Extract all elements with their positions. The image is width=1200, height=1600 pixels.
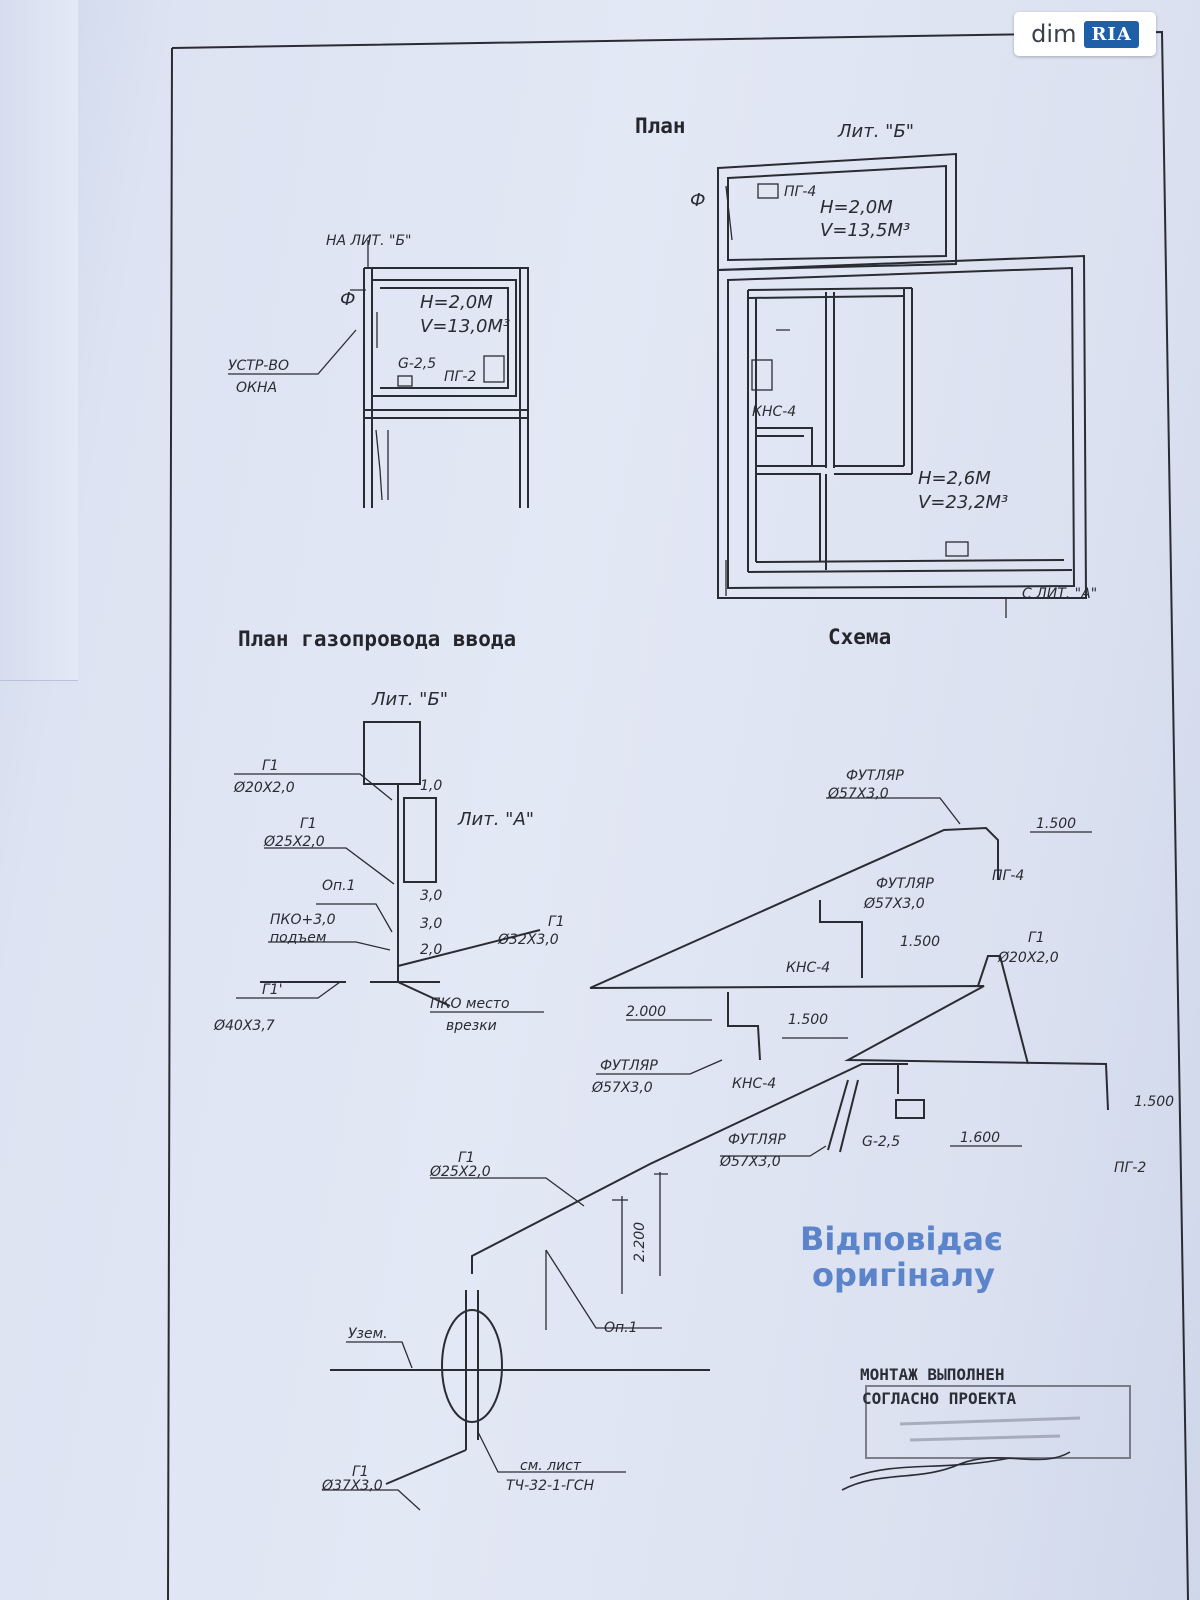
logo-ria-badge: RIA [1084, 20, 1139, 48]
verification-seal: Відповідає оригіналу [800, 1220, 1003, 1294]
large-plan-volume-top: V=13,5M³ [820, 220, 910, 241]
scheme-elev-right: 1.500 [1134, 1094, 1174, 1110]
scheme-insulating-2: ТЧ-32-1-ГСН [506, 1478, 595, 1494]
small-plan-to-lit: НА ЛИТ. "Б" [326, 233, 412, 249]
inlet-building-b [363, 721, 421, 785]
drawing-frame [167, 30, 1189, 1600]
inlet-g1-b: Г1 [300, 816, 317, 832]
inlet-support: Оп.1 [322, 878, 356, 894]
scheme-elev-2200: 2.200 [632, 1222, 648, 1262]
inlet-pipe-40: Ø40Х3,7 [213, 1018, 275, 1034]
installation-stamp: МОНТАЖ ВЫПОЛНЕН СОГЛАСНО ПРОЕКТА [841, 1365, 1131, 1491]
title-scheme: Схема [828, 625, 891, 649]
scheme-sleeve-left: ФУТЛЯР [600, 1058, 658, 1074]
scheme-g1-right: Г1 [1028, 930, 1045, 946]
inlet-plan: Лит. "Б" Лит. "А" Г1 Ø20Х2,0 Г1 Ø25Х2,0 … [213, 689, 565, 1034]
scheme-ground: Узем. [348, 1326, 388, 1342]
large-plan-stove: ПГ-4 [784, 184, 816, 200]
inlet-pipe-20: Ø20Х2,0 [233, 780, 295, 796]
small-plan-meter-symbol [397, 375, 413, 387]
logo-dim-text: dim [1031, 20, 1077, 48]
scheme-sleeve-bottom: ФУТЛЯР [728, 1132, 786, 1148]
inlet-dim-3a: 3,0 [420, 888, 442, 904]
title-plan: План [635, 114, 686, 138]
large-plan: Лит. "Б" Ф ПГ-4 H=2,0M V=13,5M³ КНС-4 H=… [690, 121, 1097, 618]
large-plan-volume-main: V=23,2M³ [918, 492, 1008, 513]
seal-line2: оригіналу [812, 1256, 995, 1294]
scheme-sleeve-top-d: Ø57Х3,0 [827, 786, 889, 802]
large-plan-boiler: КНС-4 [752, 404, 796, 420]
inlet-g1-a: Г1 [262, 758, 279, 774]
seal-line1: Відповідає [800, 1220, 1003, 1258]
inlet-dim-3b: 3,0 [420, 916, 442, 932]
scheme-sleeve-mid-d: Ø57Х3,0 [863, 896, 925, 912]
inlet-building-a [403, 797, 437, 883]
large-plan-phi: Ф [690, 190, 706, 211]
inlet-g1-d: Г1' [262, 982, 283, 998]
stamp-blurred-text [899, 1416, 1081, 1442]
inlet-dim-1: 1,0 [420, 778, 442, 794]
scheme-g1-bottom: Г1 [352, 1464, 369, 1480]
inlet-pko-1: ПКО+3,0 [270, 912, 336, 928]
small-plan-phi: Ф [340, 289, 356, 310]
inlet-pipe-32: Ø32Х3,0 [497, 932, 559, 948]
underlying-page-edge [0, 0, 78, 681]
scheme-boiler-top: КНС-4 [786, 960, 830, 976]
scheme-boiler-low: КНС-4 [732, 1076, 776, 1092]
inlet-g1-c: Г1 [548, 914, 565, 930]
scheme-elev-1500: 1.500 [788, 1012, 828, 1028]
dim-ria-logo[interactable]: dim RIA [1014, 12, 1156, 56]
window-device-line1: УСТР-ВО [228, 358, 289, 374]
scheme-pipe-37: Ø37Х3,0 [321, 1478, 383, 1494]
signature [841, 1451, 1071, 1491]
stamp-line1: МОНТАЖ ВЫПОЛНЕН [860, 1365, 1005, 1384]
small-plan-volume: V=13,0M³ [420, 316, 510, 337]
scheme-insulating-1: см. лист [520, 1458, 582, 1474]
large-plan-meter-symbol [945, 541, 969, 557]
scheme-support: Оп.1 [604, 1320, 638, 1336]
scheme-stove-low: ПГ-2 [1114, 1160, 1146, 1176]
scheme-elev-meter: 1.600 [960, 1130, 1000, 1146]
inlet-pko-2: подъем [270, 930, 327, 946]
scheme-pipe-25: Ø25Х2,0 [429, 1164, 491, 1180]
scheme-elev-top: 1.500 [1036, 816, 1076, 832]
large-plan-lit-b: Лит. "Б" [837, 121, 914, 142]
large-plan-stove-symbol [757, 183, 779, 199]
large-plan-height-main: H=2,6M [918, 468, 991, 489]
small-plan-meter: G-2,5 [398, 356, 436, 372]
inlet-lit-a: Лит. "А" [457, 809, 534, 830]
small-plan-stove: ПГ-2 [444, 369, 476, 385]
scheme-pipe-20: Ø20Х2,0 [997, 950, 1059, 966]
large-plan-from-lit-a: С ЛИТ. "А" [1022, 586, 1097, 602]
inlet-dim-2: 2,0 [420, 942, 442, 958]
scheme-meter: G-2,5 [862, 1134, 900, 1150]
insulating-joint-symbol [441, 1309, 503, 1423]
title-inlet-plan: План газопровода ввода [238, 627, 516, 651]
scheme-meter-symbol [895, 1099, 925, 1119]
scheme-sleeve-bottom-d: Ø57Х3,0 [719, 1154, 781, 1170]
inlet-tie-2: врезки [446, 1018, 497, 1034]
window-device-line2: ОКНА [236, 380, 277, 396]
scheme-stove-top: ПГ-4 [992, 868, 1024, 884]
inlet-lit-b: Лит. "Б" [371, 689, 448, 710]
stamp-line2: СОГЛАСНО ПРОЕКТА [862, 1389, 1016, 1408]
small-plan-stove-symbol [483, 355, 505, 383]
small-plan-height: H=2,0M [420, 292, 493, 313]
scheme-elev-mid: 1.500 [900, 934, 940, 950]
scheme-elev-2000: 2.000 [626, 1004, 666, 1020]
scheme-sleeve-top: ФУТЛЯР [846, 768, 904, 784]
small-plan: НА ЛИТ. "Б" Ф H=2,0M V=13,0M³ G-2,5 ПГ-2… [228, 233, 529, 508]
inlet-tie-1: ПКО место [430, 996, 510, 1012]
scheme-g1-main: Г1 [458, 1150, 475, 1166]
isometric-scheme: ФУТЛЯР Ø57Х3,0 1.500 ПГ-4 ФУТЛЯР Ø57Х3,0… [321, 768, 1174, 1511]
scheme-sleeve-mid: ФУТЛЯР [876, 876, 934, 892]
scheme-sleeve-left-d: Ø57Х3,0 [591, 1080, 653, 1096]
large-plan-height-top: H=2,0M [820, 197, 893, 218]
large-plan-boiler-symbol [751, 359, 773, 391]
inlet-pipe-25: Ø25Х2,0 [263, 834, 325, 850]
